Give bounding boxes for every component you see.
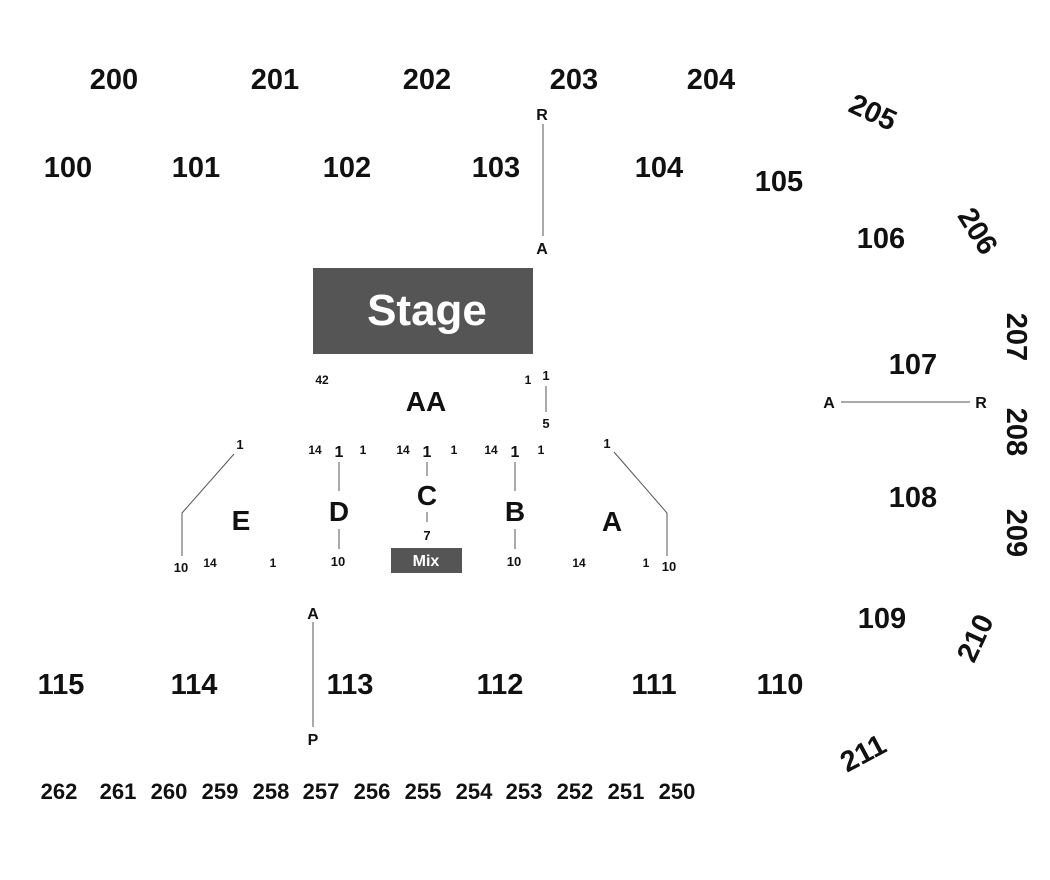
mix-label: Mix: [413, 553, 440, 570]
seat-marker-a-14: 14: [572, 556, 586, 570]
row-marker-e-10: 10: [174, 560, 188, 575]
section-260[interactable]: 260: [151, 779, 188, 804]
section-110[interactable]: 110: [757, 669, 804, 701]
row-marker-103-A: A: [536, 241, 548, 258]
section-258[interactable]: 258: [253, 779, 290, 804]
section-205[interactable]: 205: [844, 88, 901, 137]
section-250[interactable]: 250: [659, 779, 696, 804]
row-marker-113-P: P: [308, 732, 319, 749]
section-202[interactable]: 202: [403, 64, 451, 96]
row-marker-c-1: 1: [423, 444, 432, 461]
mix-position: [391, 548, 462, 573]
row-marker-b-10: 10: [507, 554, 521, 569]
section-257[interactable]: 257: [303, 779, 340, 804]
row-marker-e-1: 1: [236, 437, 243, 452]
section-251[interactable]: 251: [608, 779, 645, 804]
row-marker-d-10: 10: [331, 554, 345, 569]
section-109[interactable]: 109: [858, 603, 906, 635]
row-marker-c-7: 7: [423, 528, 430, 543]
section-104[interactable]: 104: [635, 152, 683, 184]
floor-section-e[interactable]: E: [232, 505, 251, 536]
section-114[interactable]: 114: [171, 669, 218, 701]
floor-section-d[interactable]: D: [329, 496, 349, 527]
seat-marker-e-1: 1: [270, 556, 277, 570]
section-200[interactable]: 200: [90, 64, 138, 96]
section-115[interactable]: 115: [38, 669, 85, 701]
row-marker-113-A: A: [307, 606, 319, 623]
section-256[interactable]: 256: [354, 779, 391, 804]
section-204[interactable]: 204: [687, 64, 735, 96]
seat-marker-d-14: 14: [308, 443, 322, 457]
section-111[interactable]: 111: [631, 669, 676, 701]
seat-marker-c-14: 14: [396, 443, 410, 457]
section-103[interactable]: 103: [472, 152, 520, 184]
seat-marker-b-14: 14: [484, 443, 498, 457]
seat-marker-b-1: 1: [538, 443, 545, 457]
floor-section-aa[interactable]: AA: [406, 386, 446, 417]
row-marker-107-A: A: [823, 395, 835, 412]
section-102[interactable]: 102: [323, 152, 371, 184]
row-range-line-e: [181, 453, 235, 556]
section-261[interactable]: 261: [100, 779, 137, 804]
section-262[interactable]: 262: [41, 779, 78, 804]
seat-marker-aa-1: 1: [525, 373, 532, 387]
section-254[interactable]: 254: [456, 779, 493, 804]
row-marker-103-R: R: [536, 107, 548, 124]
floor-section-c[interactable]: C: [417, 480, 437, 511]
seat-marker-d-1: 1: [360, 443, 367, 457]
seat-marker-a-1: 1: [643, 556, 650, 570]
row-marker-d-1: 1: [335, 444, 344, 461]
floor-section-b[interactable]: B: [505, 496, 525, 527]
section-105[interactable]: 105: [755, 166, 803, 198]
seat-marker-c-1: 1: [451, 443, 458, 457]
row-range-line-a: [613, 451, 668, 556]
section-113[interactable]: 113: [327, 669, 374, 701]
section-209[interactable]: 209: [1000, 509, 1032, 557]
stage: [313, 268, 533, 354]
section-106[interactable]: 106: [857, 223, 905, 255]
section-203[interactable]: 203: [550, 64, 598, 96]
section-206[interactable]: 206: [951, 203, 1004, 261]
section-252[interactable]: 252: [557, 779, 594, 804]
section-259[interactable]: 259: [202, 779, 239, 804]
section-255[interactable]: 255: [405, 779, 442, 804]
floor-section-a[interactable]: A: [602, 506, 622, 537]
row-marker-a-10: 10: [662, 559, 676, 574]
section-211[interactable]: 211: [835, 729, 891, 779]
section-100[interactable]: 100: [44, 152, 92, 184]
row-marker-b-1: 1: [511, 444, 520, 461]
section-108[interactable]: 108: [889, 482, 937, 514]
section-201[interactable]: 201: [251, 64, 299, 96]
section-210[interactable]: 210: [951, 610, 1000, 667]
row-marker-107-R: R: [975, 395, 987, 412]
section-207[interactable]: 207: [1000, 313, 1032, 361]
row-marker-aa-5: 5: [542, 416, 549, 431]
section-101[interactable]: 101: [172, 152, 220, 184]
section-112[interactable]: 112: [477, 669, 524, 701]
seat-marker-aa-42: 42: [315, 373, 329, 387]
row-marker-a-1: 1: [603, 436, 610, 451]
stage-label: Stage: [367, 286, 487, 335]
seat-marker-e-14: 14: [203, 556, 217, 570]
section-253[interactable]: 253: [506, 779, 543, 804]
row-marker-aa-1: 1: [542, 368, 549, 383]
section-208[interactable]: 208: [1000, 408, 1032, 456]
section-107[interactable]: 107: [889, 349, 937, 381]
